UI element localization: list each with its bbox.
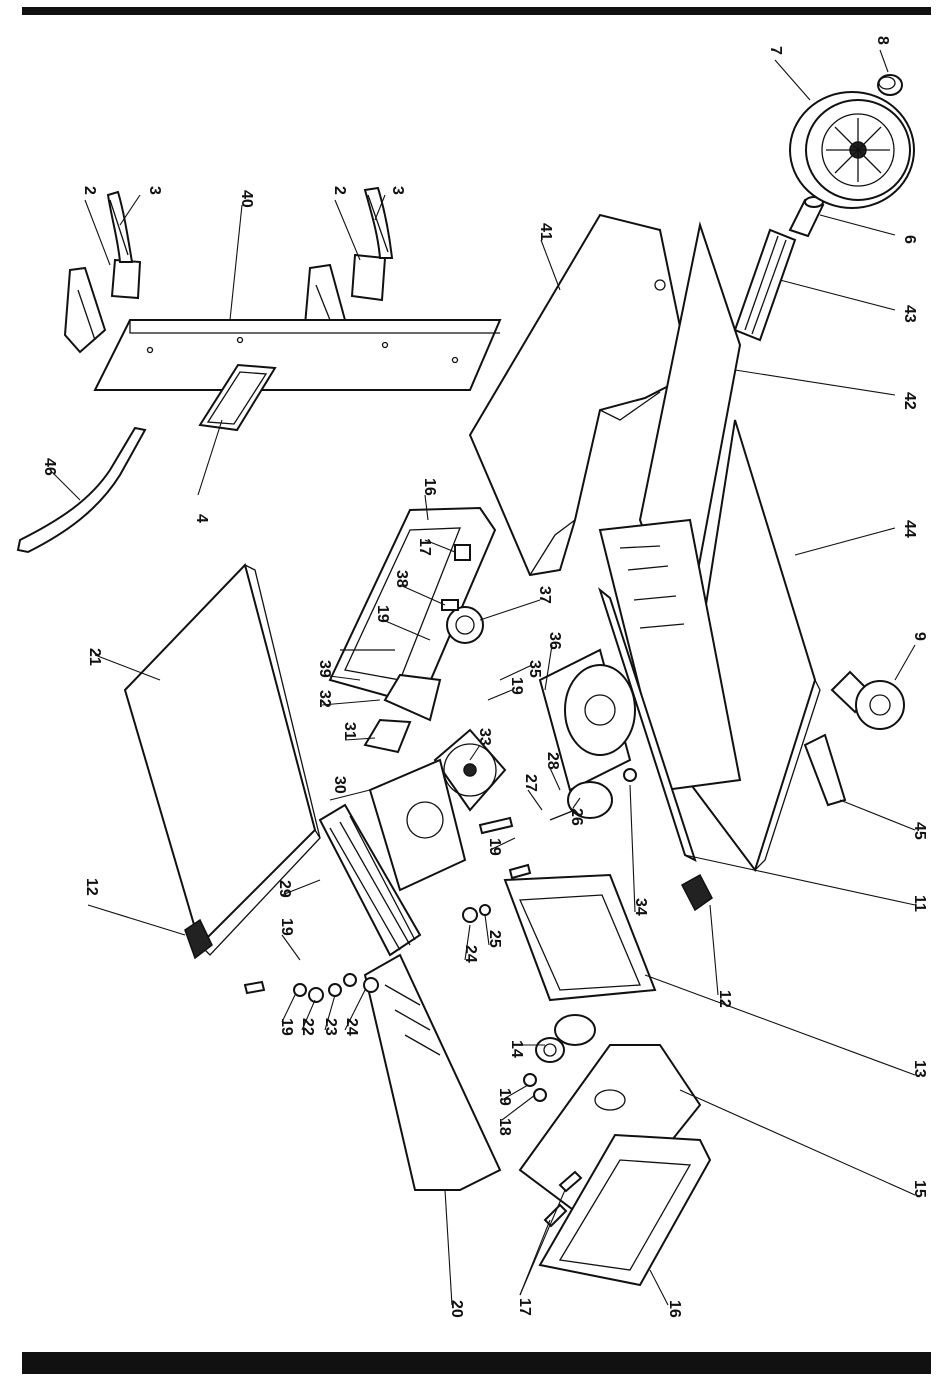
bottom-border-bar (22, 1352, 931, 1374)
callout-2: 2 (331, 186, 348, 195)
callout-23: 23 (322, 1018, 339, 1036)
callout-35: 35 (526, 660, 543, 678)
callout-14: 14 (508, 1040, 525, 1058)
rail (735, 230, 795, 340)
axle (790, 197, 823, 236)
hub-cap (878, 75, 902, 95)
handle (18, 428, 145, 552)
front-cover (365, 955, 500, 1190)
bracket (805, 735, 845, 805)
callout-13: 13 (911, 1060, 928, 1078)
callout-22: 22 (299, 1018, 316, 1036)
callout-9: 9 (911, 632, 928, 641)
callout-25: 25 (486, 930, 503, 948)
callout-44: 44 (901, 520, 918, 538)
callout-42: 42 (901, 392, 918, 410)
callout-40: 40 (238, 190, 255, 208)
end-frame-upper (330, 508, 495, 705)
callout-43: 43 (901, 305, 918, 323)
callout-19: 19 (278, 1018, 295, 1036)
callout-19: 19 (486, 838, 503, 856)
wheel (790, 92, 914, 208)
callout-18: 18 (496, 1118, 513, 1136)
callout-17: 17 (516, 1298, 533, 1316)
callout-21: 21 (86, 648, 103, 666)
callout-24: 24 (462, 945, 479, 963)
callout-34: 34 (632, 898, 649, 916)
callout-2: 2 (81, 186, 98, 195)
callout-37: 37 (536, 586, 553, 604)
callout-3: 3 (389, 186, 406, 195)
callout-31: 31 (341, 722, 358, 740)
callout-6: 6 (901, 235, 918, 244)
callout-16: 16 (421, 478, 438, 496)
callout-8: 8 (874, 36, 891, 45)
caster (832, 672, 904, 729)
callout-12: 12 (83, 878, 100, 896)
callout-16: 16 (666, 1300, 683, 1318)
callout-11: 11 (911, 895, 928, 912)
callout-17: 17 (416, 538, 433, 556)
callout-24: 24 (343, 1018, 360, 1036)
callout-46: 46 (41, 458, 58, 476)
callout-4: 4 (193, 514, 210, 523)
callout-19: 19 (278, 918, 295, 936)
callout-27: 27 (522, 774, 539, 792)
callout-38: 38 (393, 570, 410, 588)
callout-28: 28 (544, 752, 561, 770)
callout-15: 15 (911, 1180, 928, 1198)
callout-19: 19 (508, 677, 525, 695)
callout-19: 19 (496, 1088, 513, 1106)
callout-39: 39 (316, 660, 333, 678)
callout-19: 19 (374, 605, 391, 623)
filler-cap (536, 1038, 564, 1062)
callout-30: 30 (331, 776, 348, 794)
callout-29: 29 (276, 880, 293, 898)
corner-pad-right (682, 875, 712, 910)
callout-3: 3 (146, 186, 163, 195)
callout-45: 45 (911, 822, 928, 840)
callout-36: 36 (546, 632, 563, 650)
callout-33: 33 (476, 728, 493, 746)
callout-32: 32 (316, 690, 333, 708)
callout-7: 7 (767, 46, 784, 55)
callout-12: 12 (716, 990, 733, 1008)
callout-20: 20 (448, 1300, 465, 1318)
back-plate (95, 320, 500, 390)
callout-41: 41 (537, 223, 554, 241)
callout-26: 26 (568, 808, 585, 826)
